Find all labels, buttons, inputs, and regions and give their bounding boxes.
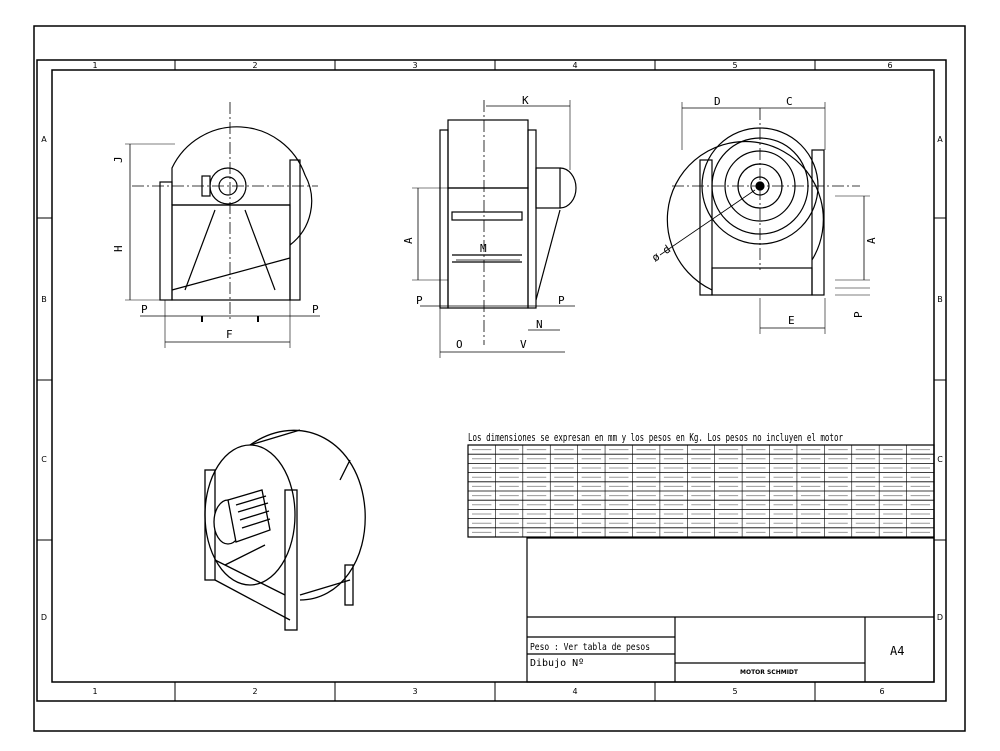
row-label-left-a: A (41, 135, 47, 144)
row-label-right-d: D (937, 613, 943, 622)
col-label-bottom-4: 4 (572, 687, 577, 696)
dim-label-k: K (522, 94, 529, 107)
row-label-left-d: D (41, 613, 47, 622)
col-label-top-4: 4 (572, 61, 577, 70)
col-label-top-1: 1 (92, 61, 97, 70)
dim-label-f: F (226, 328, 233, 341)
drawing-label: Dibujo Nº (530, 658, 584, 669)
col-label-bottom-1: 1 (92, 687, 97, 696)
dim-label-p-side-left: P (416, 294, 423, 307)
col-label-top-6: 6 (887, 61, 892, 70)
row-label-left-b: B (41, 295, 47, 304)
dim-label-o: O (456, 338, 463, 351)
dim-label-j: J (112, 156, 125, 163)
col-label-bottom-5: 5 (732, 687, 737, 696)
dim-label-n: N (536, 318, 543, 331)
dimension-table (467, 444, 935, 538)
dim-label-e: E (788, 314, 795, 327)
inner-border (51, 69, 935, 683)
col-label-top-2: 2 (252, 61, 257, 70)
weight-label: Peso : Ver tabla de pesos (530, 642, 650, 653)
col-label-bottom-3: 3 (412, 687, 417, 696)
row-label-right-c: C (937, 455, 943, 464)
row-label-right-a: A (937, 135, 943, 144)
zone-dividers (37, 60, 946, 701)
outer-border (33, 25, 966, 732)
dim-label-a-side: A (402, 237, 415, 244)
back-view (659, 102, 870, 334)
isometric-view (204, 429, 366, 631)
col-label-top-5: 5 (732, 61, 737, 70)
dim-label-m: M (480, 242, 487, 255)
col-label-top-3: 3 (412, 61, 417, 70)
col-label-bottom-6: 6 (879, 687, 884, 696)
row-label-left-c: C (41, 455, 47, 464)
dim-label-d: D (714, 95, 721, 108)
dim-label-c: C (786, 95, 793, 108)
front-view (125, 102, 320, 348)
sheet-size: A4 (890, 644, 904, 658)
side-view (412, 100, 577, 358)
dim-label-p-back: P (852, 311, 865, 318)
dim-label-h: H (112, 245, 125, 252)
row-label-right-b: B (937, 295, 943, 304)
dim-label-p-left: P (141, 303, 148, 316)
col-label-bottom-2: 2 (252, 687, 257, 696)
dim-label-p-side-right: P (558, 294, 565, 307)
dim-label-a-back: A (865, 237, 878, 244)
dim-label-p-right: P (312, 303, 319, 316)
table-caption: Los dimensiones se expresan en mm y los … (468, 431, 843, 444)
company-name: MOTOR SCHMIDT (740, 669, 799, 676)
title-block (526, 537, 935, 683)
dim-label-v: V (520, 338, 527, 351)
